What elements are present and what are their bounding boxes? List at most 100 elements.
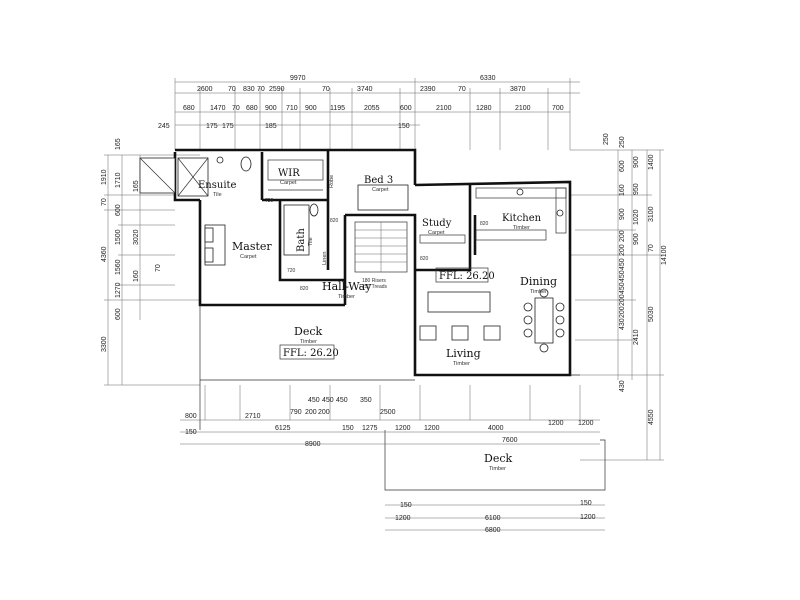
dim-lower-row2: 1200 [580,514,596,521]
door-width: 820 [480,221,489,227]
dim-right-inner: 430 [619,380,626,392]
dim-left-mid: 165 [115,138,122,150]
wir-shelving [267,159,324,191]
dim-deck-row1: 2710 [245,413,261,420]
room-bath-finish: Tile [308,237,314,246]
dim-deck-row1: 200 [305,409,317,416]
room-ensuite-finish: Tile [213,192,222,198]
right-dimension-lines: 14100 1400 3100 70 5030 4550 250 900 950… [570,133,668,461]
dim-top-row2: 830 [243,86,255,93]
dim-top-row3: 70 [232,105,240,112]
stairs [354,221,408,273]
left-dimension-lines: 1910 70 4360 3300 165 1710 600 1500 1560… [101,138,200,386]
dim-top-row3: 600 [400,105,412,112]
dim-top-row2: 70 [322,86,330,93]
door-width: 820 [300,286,309,292]
stair-note-treads: 250 Treads [362,284,388,290]
dim-left-inner: 165 [133,180,140,192]
study-desk [419,234,466,244]
dim-top-overall-left: 9970 [290,75,306,82]
dim-left-mid: 600 [115,308,122,320]
room-labels: Ensuite Tile WIR Carpet Bed 3 Carpet Stu… [198,168,557,472]
dim-right-inner2: 600 [619,160,626,172]
room-deck-upper-name: Deck [294,325,322,338]
dim-deck-row1: 790 [290,409,302,416]
room-kitchen-name: Kitchen [502,213,542,224]
dim-top-row3: 2100 [515,105,531,112]
deck-dimension-lines: 800 2710 790 200 200 450 450 450 350 250… [185,397,596,534]
dim-deck-row1: 2500 [380,409,396,416]
kitchen-benches [475,187,567,241]
dim-right-inner: 1020 [633,209,640,225]
dim-deck-row2: 4000 [488,425,504,432]
dim-top-row4: 175 [206,123,218,130]
dim-top-row3: 680 [246,105,258,112]
dim-top-row3: 1195 [330,105,345,112]
dim-left-inner: 160 [133,270,140,282]
bed3-furniture [357,184,409,211]
dim-deck-row2: 1200 [395,425,411,432]
dim-deck-row1: 450 [308,397,320,404]
dim-top-row3: 710 [286,105,298,112]
dim-top-row4: 245 [158,123,170,130]
dim-right-inner2: 200 [619,230,626,242]
robe-label: Robe [329,175,335,188]
dim-right-inner: 900 [633,233,640,245]
dim-deck-row2: 150 [185,429,197,436]
room-living-name: Living [446,347,481,360]
room-study-finish: Carpet [428,230,445,236]
dim-left-outer: 3300 [101,336,108,352]
dim-right-inner2: 200 [619,306,626,318]
dim-top-row2: 70 [458,86,466,93]
room-deck-lower-name: Deck [484,452,512,465]
linen-label: Linen [322,252,328,265]
room-bath-name: Bath [296,228,307,252]
room-dining-finish: Timber [530,289,547,295]
dim-top-row2: 2600 [197,86,213,93]
room-master-finish: Carpet [240,254,257,260]
dim-left-inner: 70 [155,264,162,272]
dim-right-inner2: 430 [619,318,626,330]
dim-lower-row1: 150 [580,500,592,507]
dim-deck-row2: 1275 [362,425,378,432]
dim-top-row3: 1280 [476,105,492,112]
dim-deck-row1: 450 [336,397,348,404]
dim-top-row3: 680 [183,105,195,112]
dim-right-inner: 900 [633,156,640,168]
room-kitchen-finish: Timber [513,225,530,231]
dim-right-inner2: 250 [619,136,626,148]
dim-left-outer: 70 [101,198,108,206]
dim-right-outer: 14100 [661,245,668,265]
room-wir-finish: Carpet [280,180,297,186]
dim-top-row3: 900 [305,105,317,112]
dim-right-inner2: 200 [619,244,626,256]
dim-left-inner: 3020 [133,229,140,245]
top-dimension-lines: 9970 6330 2600 70 830 70 2590 70 3740 23… [158,75,580,150]
dim-right-inner2: 200 [619,294,626,306]
stair-note-risers: 180 Risers [362,278,386,284]
dim-deck-row3: 8900 [305,441,321,448]
dim-lower-row1: 150 [400,502,412,509]
dim-right-inner: 2410 [633,329,640,345]
master-bed [204,224,226,266]
dim-top-row3: 2055 [364,105,380,112]
room-ensuite-name: Ensuite [198,180,237,191]
door-width: 720 [287,268,296,274]
dim-top-row2: 3740 [357,86,373,93]
room-master-name: Master [232,240,272,253]
dim-left-mid: 1710 [115,172,122,188]
dim-right-mid: 1400 [648,154,655,170]
walls [173,148,606,491]
dim-deck-row1: 200 [318,409,330,416]
dim-left-outer: 4360 [101,246,108,262]
room-study-name: Study [422,218,452,229]
dim-left-outer: 1910 [101,169,108,185]
deck-posts [180,385,605,531]
dim-left-mid: 1270 [115,282,122,298]
room-living-finish: Timber [453,361,470,367]
dim-right-inner2: 450 [619,282,626,294]
room-wir-name: WIR [278,168,300,179]
room-hallway-finish: Timber [338,294,355,300]
dim-deck-row2: 6125 [275,425,291,432]
